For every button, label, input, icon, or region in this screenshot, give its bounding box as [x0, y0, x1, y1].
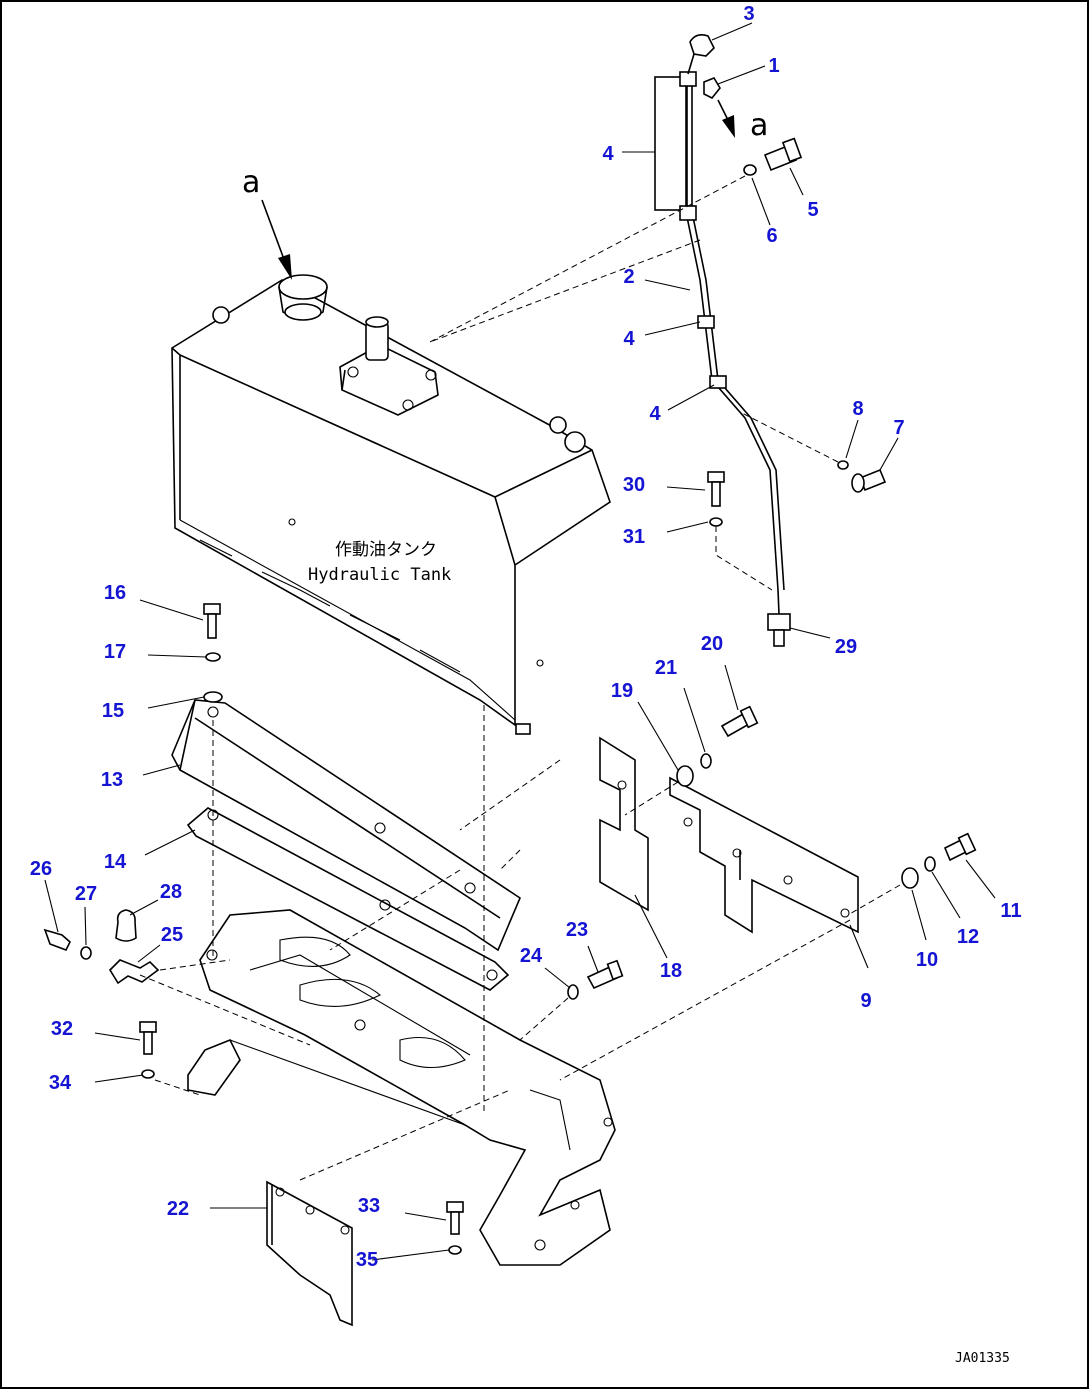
callout-29: 29: [835, 636, 857, 658]
view-arrow-a-tank: a: [242, 165, 292, 280]
bolt-30-washer-31: [707, 471, 773, 591]
leader-lines: [44, 22, 996, 1261]
callout-18: 18: [660, 960, 682, 982]
cover-9: [669, 776, 859, 934]
cover-22: [266, 1089, 511, 1327]
callout-15: 15: [102, 700, 124, 722]
callout-4-mid: 4: [623, 328, 635, 350]
callout-27: 27: [75, 883, 97, 905]
callout-31: 31: [623, 526, 645, 548]
callout-22: 22: [167, 1198, 189, 1220]
bolt-20-washers-19-21: [624, 705, 759, 816]
machine-frame: [187, 909, 616, 1266]
bracket-13: [171, 699, 521, 952]
guide-line-a: [499, 849, 521, 871]
callout-6: 6: [766, 225, 777, 247]
callout-4-top: 4: [602, 143, 614, 165]
guide-line-c: [559, 919, 851, 1081]
callout-13: 13: [101, 769, 123, 791]
bolt-5-washer-6: [429, 137, 803, 343]
callout-1: 1: [768, 55, 779, 77]
callout-30: 30: [623, 474, 645, 496]
callout-9: 9: [860, 990, 871, 1012]
callout-24: 24: [520, 945, 543, 967]
guide-line-d: [329, 869, 461, 951]
callout-33: 33: [358, 1195, 380, 1217]
callout-numbers: 3 1 4 5 6 2 4 4 8 7 30 31 29 16 17 15 13…: [30, 3, 1022, 1271]
bolt-16-washers-15-17: [203, 603, 223, 960]
callout-11: 11: [1000, 900, 1021, 922]
callout-10: 10: [916, 949, 938, 971]
callout-7: 7: [893, 417, 904, 439]
callout-21: 21: [655, 657, 677, 679]
bolt-32-washer-34: [139, 1021, 201, 1096]
callout-28: 28: [160, 881, 182, 903]
cover-18: [599, 736, 649, 912]
callout-8: 8: [852, 398, 863, 420]
hydraulic-tank: 作動油タンク Hydraulic Tank: [171, 274, 611, 735]
callout-12: 12: [957, 926, 979, 948]
guide-line-b: [459, 759, 561, 831]
callout-16: 16: [104, 582, 126, 604]
gauge-guard-plate: [654, 76, 688, 211]
callout-5: 5: [807, 199, 818, 221]
bolt-7-washer-8: [739, 411, 887, 493]
view-mark-a-left: a: [242, 165, 260, 200]
tank-label-english: Hydraulic Tank: [308, 565, 451, 585]
bolt-33-washer-35: [446, 1201, 464, 1255]
callout-17: 17: [104, 641, 126, 663]
level-gauge-assembly: [654, 34, 791, 647]
callout-2: 2: [623, 266, 634, 288]
callout-35: 35: [356, 1249, 378, 1271]
bolt-11-washers-10-12: [847, 832, 977, 916]
callout-32: 32: [51, 1018, 73, 1040]
drawing-code: JA01335: [955, 1351, 1010, 1366]
bracket-14: [186, 807, 510, 991]
bolt-23-washer-24: [519, 959, 624, 1041]
clamp-parts-25-28: [43, 909, 311, 1046]
callout-20: 20: [701, 633, 723, 655]
guide-line-gauge: [429, 239, 701, 343]
callout-23: 23: [566, 919, 588, 941]
callout-34: 34: [49, 1072, 72, 1094]
tank-label-japanese: 作動油タンク: [335, 540, 437, 560]
view-arrow-a-gauge: a: [717, 99, 768, 143]
callout-4-low: 4: [649, 403, 661, 425]
view-mark-a-right: a: [750, 108, 768, 143]
callout-3: 3: [743, 3, 754, 25]
callout-25: 25: [161, 924, 183, 946]
callout-26: 26: [30, 858, 52, 880]
callout-14: 14: [104, 851, 127, 873]
callout-19: 19: [611, 680, 633, 702]
